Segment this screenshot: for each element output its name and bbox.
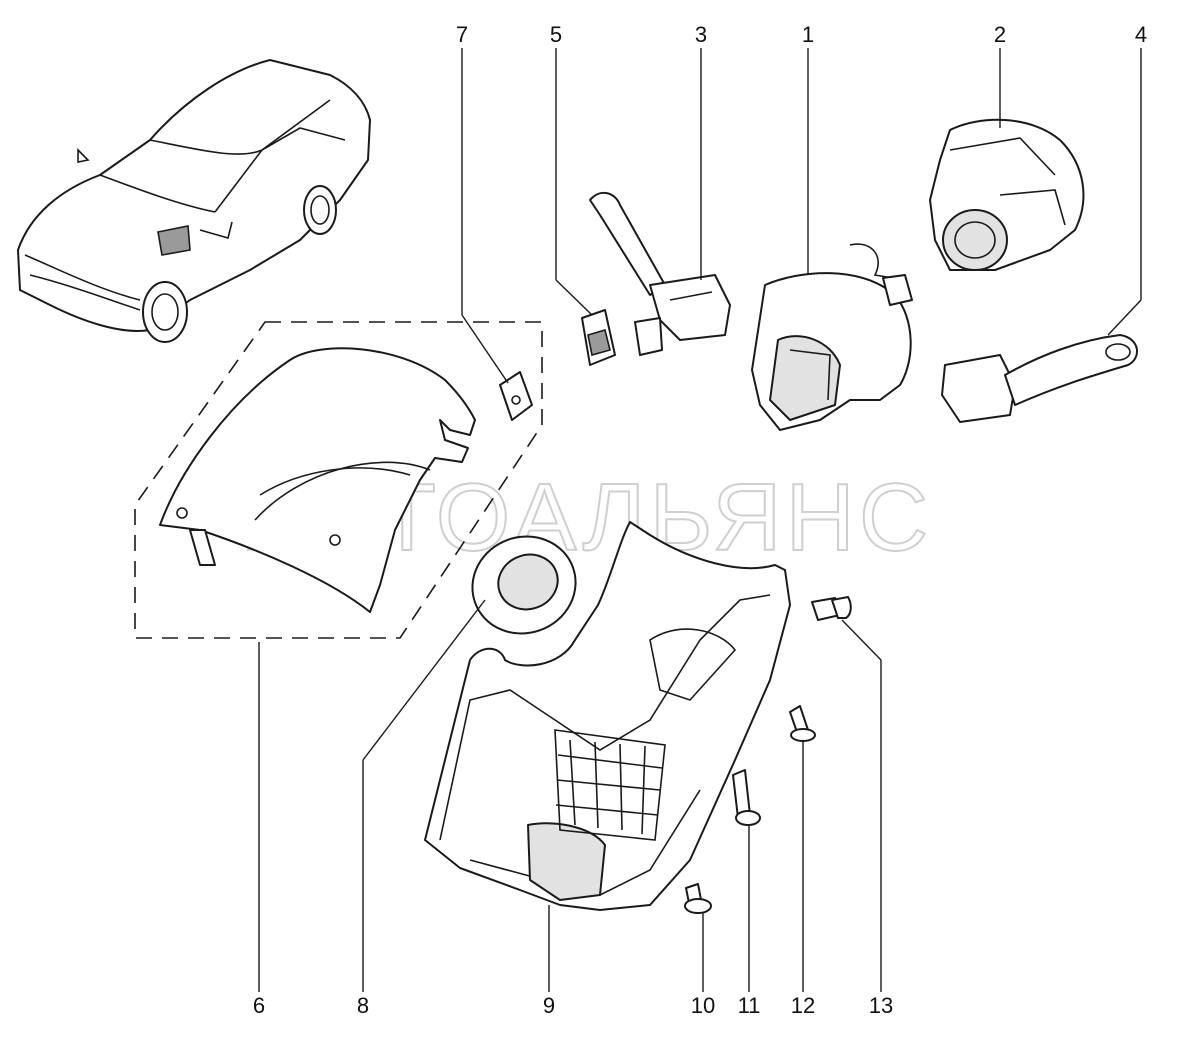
part-8-ring-gasket: [471, 535, 577, 635]
part-5-switch: [581, 309, 616, 366]
part-7-clip: [499, 371, 533, 421]
car-overview: [17, 59, 371, 343]
part-12-rivet: [789, 705, 816, 742]
callout-5: 5: [550, 22, 562, 47]
callout-9: 9: [543, 993, 555, 1018]
callout-4: 4: [1135, 22, 1147, 47]
part-13-screw: [811, 596, 852, 621]
callout-3: 3: [695, 22, 707, 47]
callout-10: 10: [691, 993, 715, 1018]
part-1-switch-assembly: [751, 243, 913, 431]
part-2-switch-block: [929, 118, 1085, 271]
part-3-stalk-switch: [589, 191, 731, 356]
callout-11: 11: [738, 993, 761, 1018]
part-6-upper-cover: [134, 321, 543, 639]
callout-2: 2: [994, 22, 1006, 47]
part-11-screw: [732, 769, 761, 826]
leader-lines: [258, 48, 1142, 992]
callout-8: 8: [357, 993, 369, 1018]
part-4-stalk-switch: [941, 334, 1138, 423]
callout-1: 1: [802, 22, 814, 47]
part-9-lower-cover: [424, 521, 791, 911]
callout-13: 13: [869, 993, 893, 1018]
callout-6: 6: [253, 993, 265, 1018]
part-10-screw: [684, 883, 712, 914]
callout-12: 12: [791, 993, 815, 1018]
callout-7: 7: [456, 22, 468, 47]
